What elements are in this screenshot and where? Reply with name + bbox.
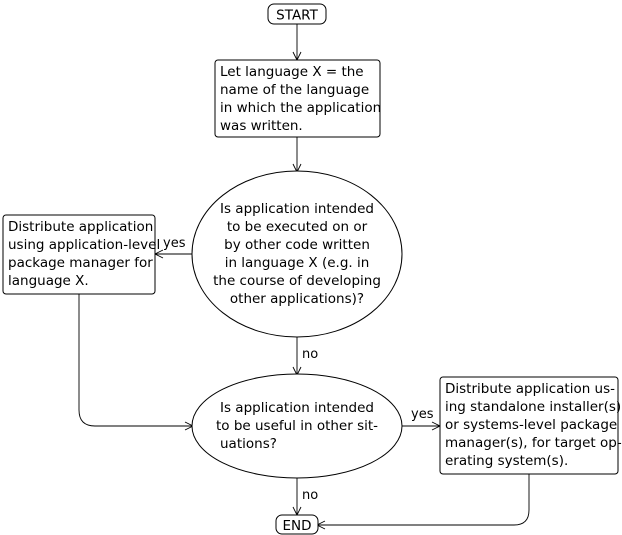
node-end-line: END [282,518,311,534]
node-question-executed-line-4: in language X (e.g. in [225,255,370,271]
node-question-useful-line-3: uations? [220,436,277,452]
node-start-line: START [276,8,318,24]
node-question-executed-line-6: other applications)? [230,291,364,307]
edge-question-useful-to-standalone [402,421,442,431]
label-no-end: no [302,488,318,503]
node-question-useful-line-1: Is application intended [220,400,374,416]
node-distribute-standalone-line-5: erating system(s). [445,453,568,469]
node-end: END [275,514,319,535]
node-start: START [267,3,327,25]
node-let-language-line-1: Let language X = the [220,64,364,80]
node-question-executed-line-1: Is application intended [220,201,374,217]
node-distribute-standalone-line-3: or systems-level package [445,417,617,433]
label-yes-standalone: yes [411,407,434,422]
node-question-useful: Is application intended to be useful in … [191,373,403,479]
node-distribute-standalone-line-1: Distribute application us- [445,381,615,397]
edge-question-executed-to-question-useful [292,337,302,377]
node-question-useful-line-2: to be useful in other sit- [216,418,378,434]
edge-let-language-to-question-executed [292,137,302,174]
node-distribute-app-level: Distribute application using application… [2,214,160,295]
node-distribute-standalone-line-4: manager(s), for target op- [445,435,622,451]
node-question-executed-line-3: by other code written [224,237,370,253]
node-distribute-app-level-line-2: using application-level [8,237,160,253]
node-let-language-line-4: was written. [220,118,303,134]
label-yes-app-level: yes [163,236,186,251]
label-no-useful: no [302,347,318,362]
node-question-executed-line-5: the course of developing [213,273,381,289]
node-let-language: Let language X = the name of the languag… [214,59,381,138]
node-distribute-app-level-line-1: Distribute application [8,219,153,235]
edge-question-useful-to-end [292,478,302,517]
node-question-executed: Is application intended to be executed o… [191,170,403,338]
node-distribute-app-level-line-3: package manager for [8,255,153,271]
node-distribute-standalone-line-2: ing standalone installer(s), [445,399,622,415]
node-distribute-standalone: Distribute application us- ing standalon… [439,376,622,475]
node-distribute-app-level-line-4: language X. [8,273,89,289]
node-let-language-line-3: in which the application [220,100,381,116]
edge-question-executed-to-app-level [153,249,193,259]
node-question-executed-line-2: to be executed on or [227,219,368,235]
node-let-language-line-2: name of the language [220,82,369,98]
edge-app-level-to-question-useful [78,294,195,431]
edge-standalone-to-end [315,474,530,530]
edge-start-to-let-language [292,24,302,62]
